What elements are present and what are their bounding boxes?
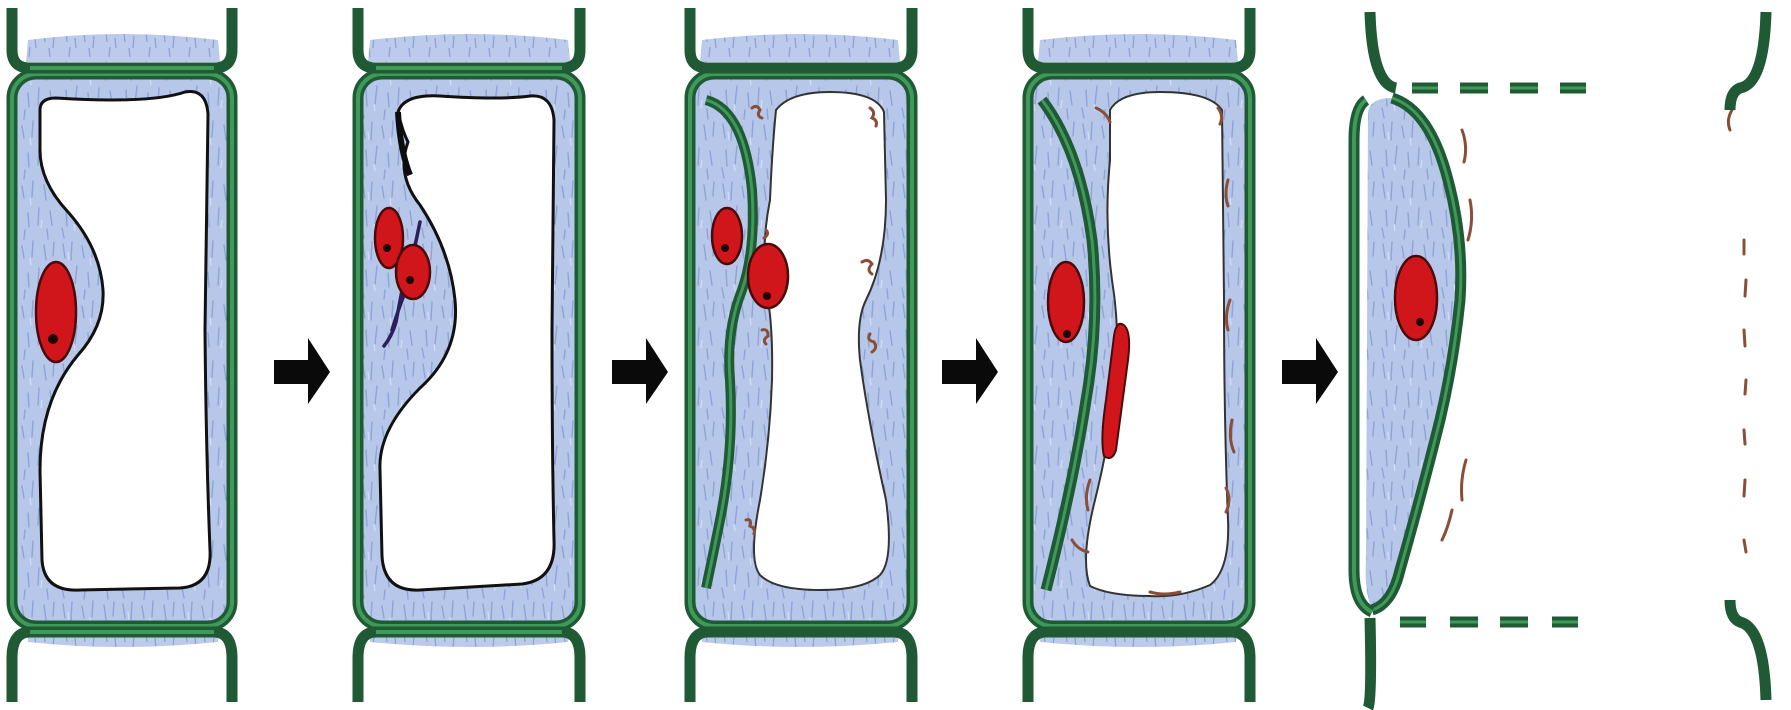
nucleolus — [1063, 330, 1071, 338]
stage-3 — [690, 8, 912, 702]
nucleolus — [383, 244, 391, 252]
arrow-2 — [612, 338, 668, 404]
nucleolus — [406, 276, 414, 284]
top-neighbor-cytoplasm — [1038, 34, 1238, 62]
remaining-debris — [1442, 110, 1746, 552]
nucleolus — [721, 244, 729, 252]
nucleolus — [48, 334, 58, 344]
stage-1 — [12, 8, 232, 702]
nucleolus — [1416, 318, 1424, 326]
nucleolus — [763, 292, 771, 300]
arrow-4 — [1282, 338, 1338, 404]
arrow-3 — [942, 338, 998, 404]
top-neighbor-cytoplasm — [368, 34, 570, 62]
top-neighbor-cytoplasm — [26, 34, 220, 62]
nucleus — [396, 245, 430, 299]
nucleus — [1048, 262, 1084, 342]
arrow-1 — [274, 338, 330, 404]
nucleus — [1395, 256, 1437, 340]
nucleus — [36, 262, 76, 362]
stage-4 — [1028, 8, 1250, 702]
nucleus — [712, 208, 742, 264]
top-neighbor-cytoplasm — [700, 34, 900, 62]
stage-2 — [358, 8, 580, 702]
stage-5 — [1354, 12, 1766, 708]
